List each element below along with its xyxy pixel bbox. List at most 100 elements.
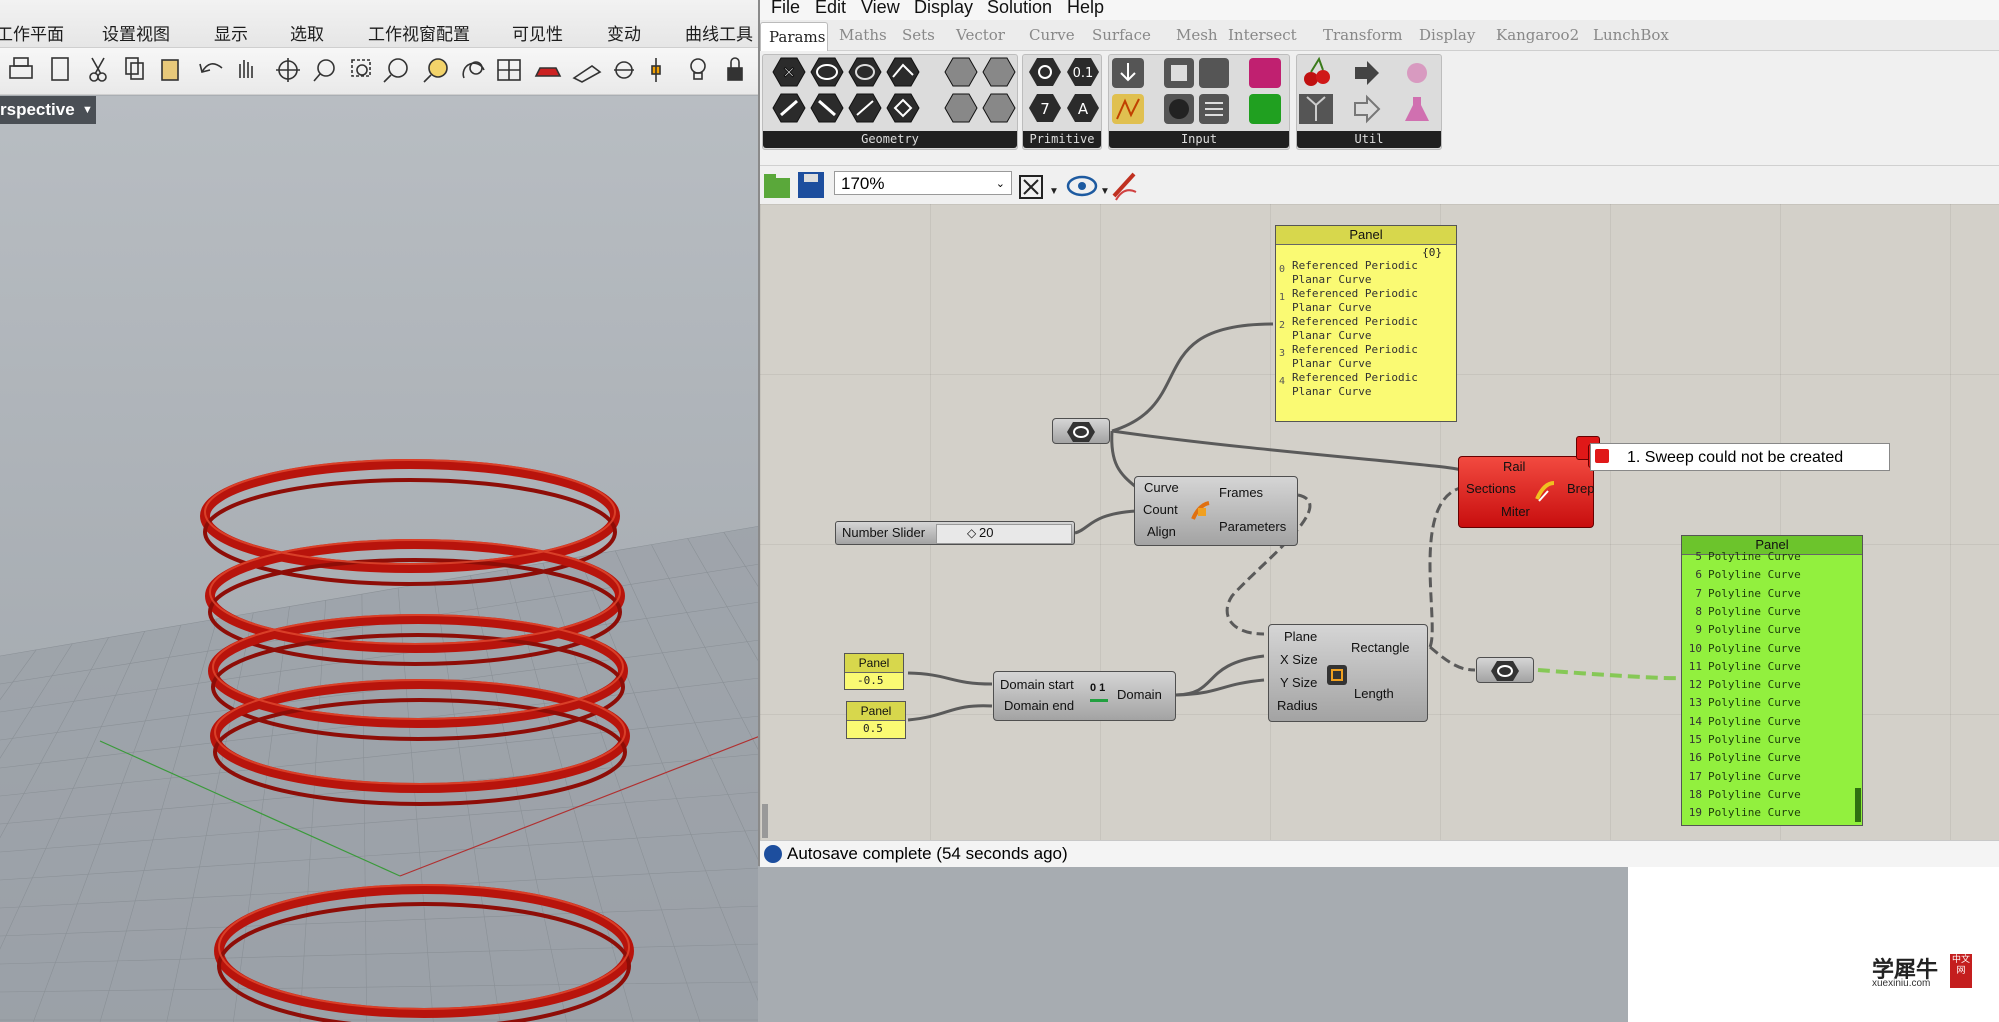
rhino-viewport[interactable] xyxy=(0,96,760,1022)
curve-param[interactable] xyxy=(1052,418,1110,444)
divide-input-count[interactable]: Count xyxy=(1143,502,1178,517)
divide-input-curve[interactable]: Curve xyxy=(1144,480,1179,495)
viewport-label: rspective xyxy=(0,100,75,119)
error-message: 1. Sweep could not be created xyxy=(1627,449,1844,466)
gumball-icon xyxy=(651,58,661,82)
rect-output-length[interactable]: Length xyxy=(1354,686,1394,701)
curve-param-2[interactable] xyxy=(1476,657,1534,683)
rect-input-radius[interactable]: Radius xyxy=(1277,698,1318,713)
panel-top-title: Panel xyxy=(1276,226,1456,245)
tab-kangaroo2[interactable]: Kangaroo2 xyxy=(1496,26,1580,44)
menu-file[interactable]: File xyxy=(771,0,801,17)
tab-intersect[interactable]: Intersect xyxy=(1228,26,1297,44)
rhino-tab-7[interactable]: 曲线工具 xyxy=(685,25,753,44)
watermark-badge: 中文网 xyxy=(1950,954,1972,988)
rhino-tab-4[interactable]: 工作视窗配置 xyxy=(368,25,470,44)
menu-solution[interactable]: Solution xyxy=(987,0,1053,17)
slider-track[interactable]: ◇ 20 xyxy=(936,524,1072,544)
tab-display[interactable]: Display xyxy=(1419,26,1476,44)
panel-domain-start[interactable]: Panel -0.5 xyxy=(844,653,904,690)
ribbon-group-util: Util xyxy=(1296,54,1442,150)
divide-input-align[interactable]: Align xyxy=(1147,524,1176,539)
ribbon-label-geometry: Geometry xyxy=(763,131,1017,148)
rect-input-ysize[interactable]: Y Size xyxy=(1280,675,1318,690)
svg-text:0.1: 0.1 xyxy=(1073,66,1094,81)
menu-help[interactable]: Help xyxy=(1067,0,1105,17)
rect-input-xsize[interactable]: X Size xyxy=(1280,652,1318,667)
param-group-icon xyxy=(848,93,882,123)
tab-lunchbox[interactable]: LunchBox xyxy=(1593,26,1669,44)
chevron-down-icon: ▼ xyxy=(1100,186,1110,197)
rhino-tab-6[interactable]: 变动 xyxy=(607,25,641,44)
ribbon-group-primitive: 0.1 7 A Primitive xyxy=(1022,54,1102,150)
sweep1-component[interactable]: Rail Sections Miter Brep xyxy=(1458,456,1594,528)
tab-transform[interactable]: Transform xyxy=(1323,26,1403,44)
divide-output-frames[interactable]: Frames xyxy=(1219,485,1264,500)
rhino-tab-1[interactable]: 设置视图 xyxy=(102,25,170,44)
rect-output-rectangle[interactable]: Rectangle xyxy=(1351,640,1410,655)
panel-scrollbar[interactable] xyxy=(1855,788,1861,822)
menu-display[interactable]: Display xyxy=(914,0,974,17)
sweep-output-brep[interactable]: Brep xyxy=(1567,481,1595,496)
tab-mesh[interactable]: Mesh xyxy=(1176,26,1218,44)
menu-view[interactable]: View xyxy=(861,0,900,17)
panel-value: -0.5 xyxy=(857,674,884,687)
tab-vector[interactable]: Vector xyxy=(956,26,1005,44)
rect-input-plane[interactable]: Plane xyxy=(1284,629,1318,644)
zoom-extents-icon xyxy=(383,58,408,83)
viewport-title-tab[interactable]: rspective ▼ xyxy=(0,96,96,124)
domain-input-end[interactable]: Domain end xyxy=(1004,698,1075,713)
slider-value: 20 xyxy=(979,525,994,540)
sweep-input-miter[interactable]: Miter xyxy=(1501,504,1530,519)
zoom-level-value: 170% xyxy=(841,174,885,193)
param-text-icon xyxy=(1067,94,1099,122)
rhino-ribbon-tabs: 工作平面 设置视图 显示 选取 工作视窗配置 可见性 变动 曲线工具 xyxy=(0,0,760,48)
rhino-tab-3[interactable]: 选取 xyxy=(290,25,324,44)
zoom-level-select[interactable]: 170% ⌄ xyxy=(834,171,1012,195)
tab-maths[interactable]: Maths xyxy=(839,26,887,44)
menu-edit[interactable]: Edit xyxy=(815,0,847,17)
slider-grip-icon[interactable]: ◇ xyxy=(967,526,977,540)
panel-domain-end[interactable]: Panel 0.5 xyxy=(846,701,906,739)
canvas-scrollbar[interactable] xyxy=(762,804,768,838)
sweep-input-rail[interactable]: Rail xyxy=(1503,459,1526,474)
tab-sets[interactable]: Sets xyxy=(902,26,935,44)
rhino-tab-0[interactable]: 工作平面 xyxy=(0,25,64,44)
rhino-tab-2[interactable]: 显示 xyxy=(214,25,248,44)
panel-green-title: Panel xyxy=(1682,536,1862,555)
svg-text:A: A xyxy=(1078,100,1089,118)
domain-output[interactable]: Domain xyxy=(1117,687,1162,702)
watermark-text: 学犀牛 xyxy=(1872,957,1939,982)
construct-domain-component[interactable]: Domain start Domain end Domain 0 1 xyxy=(993,671,1176,721)
slider-label: Number Slider xyxy=(842,525,926,540)
rhino-tab-5[interactable]: 可见性 xyxy=(512,25,563,44)
svg-text:7: 7 xyxy=(1040,100,1050,118)
divide-output-parameters[interactable]: Parameters xyxy=(1219,519,1287,534)
preview-eye-icon xyxy=(1066,175,1098,197)
viewport-layout-icon xyxy=(497,59,521,81)
ring-1-shadow xyxy=(203,478,617,586)
rotate-view-icon xyxy=(462,61,485,79)
tab-params[interactable]: Params xyxy=(760,22,828,53)
domain-input-start[interactable]: Domain start xyxy=(1000,677,1074,692)
tab-curve[interactable]: Curve xyxy=(1029,26,1075,44)
wire-rect-to-sections xyxy=(1428,486,1461,648)
car-icon xyxy=(534,67,562,77)
rectangle-component[interactable]: Plane X Size Y Size Radius Rectangle Len… xyxy=(1268,624,1428,722)
perp-frames-component[interactable]: Curve Count Align Frames Parameters xyxy=(1134,476,1298,546)
chevron-down-icon[interactable]: ▼ xyxy=(82,104,93,116)
sweep-input-sections[interactable]: Sections xyxy=(1466,481,1516,496)
rotate-icon xyxy=(276,58,300,82)
copy-icon xyxy=(125,57,144,80)
number-slider[interactable]: Number Slider ◇ 20 xyxy=(835,521,1075,545)
tab-surface[interactable]: Surface xyxy=(1092,26,1151,44)
